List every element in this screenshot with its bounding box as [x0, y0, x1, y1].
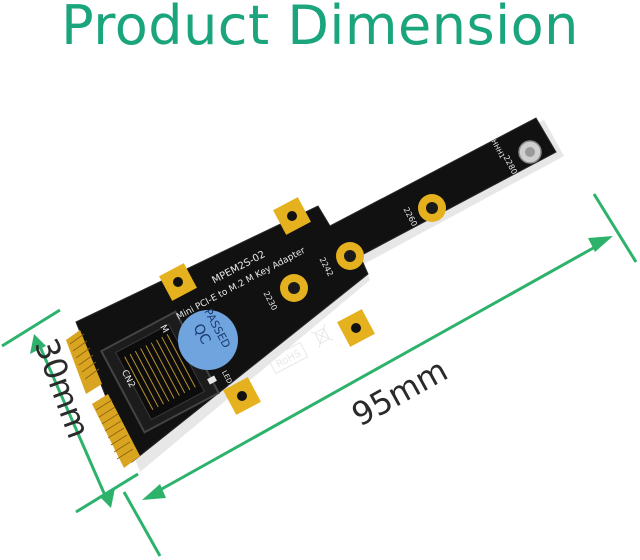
- led-component: [207, 375, 217, 385]
- arrowhead-length-left: [142, 484, 166, 500]
- m2-slot-connector: [99, 310, 221, 434]
- gold-fingers-top: [66, 330, 102, 394]
- extension-line-left: [122, 491, 162, 557]
- page-title: Product Dimension: [61, 0, 579, 57]
- extension-line-top: [1, 308, 61, 348]
- extension-line-right: [592, 193, 638, 263]
- arrowhead-width-bottom: [99, 488, 115, 508]
- standoff-hole-2260: [418, 194, 446, 222]
- arrowhead-length-right: [588, 236, 613, 252]
- standoff-screw-2280: [518, 140, 542, 164]
- standoff-hole-2230: [280, 274, 308, 302]
- length-dimension: [122, 193, 638, 557]
- length-label: 95mm: [345, 351, 454, 434]
- weee-bin-icon: [310, 324, 334, 348]
- gold-fingers: [66, 330, 140, 468]
- gold-fingers-bottom: [92, 394, 140, 468]
- adapter-board: QC PASSED MPEM2S-02 Mini PCI-E to M.2 M …: [66, 117, 564, 472]
- arrowhead-width-top: [30, 334, 46, 354]
- qc-passed-sticker: QC PASSED: [178, 306, 238, 370]
- slot-key-label: M: [158, 323, 170, 335]
- width-dimension-line: [36, 341, 109, 501]
- length-dimension-line: [150, 240, 605, 497]
- standoff-hole-2242: [336, 242, 364, 270]
